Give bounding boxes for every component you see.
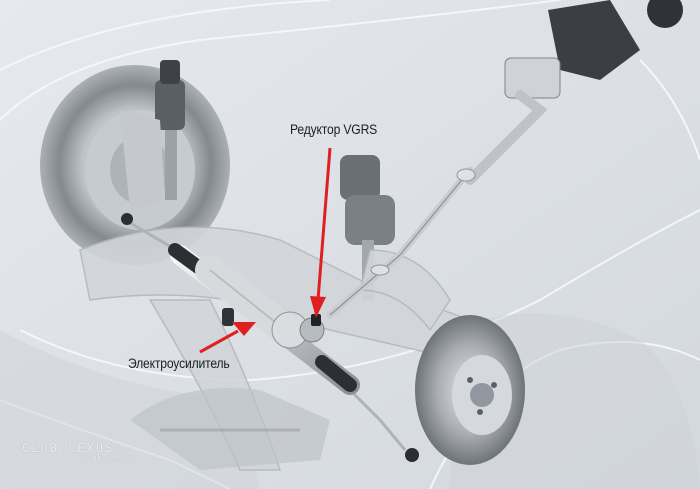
steering-column <box>465 0 683 185</box>
strut-right <box>340 155 395 300</box>
watermark: CLUB LEXUS club.lexus <box>22 441 134 462</box>
annotation-vgrs-label: Редуктор VGRS <box>290 122 378 137</box>
engine-lower-ghost <box>130 388 330 470</box>
strut-left <box>120 60 185 210</box>
right-brake-disc <box>415 315 525 465</box>
electric-power-steering-motor <box>195 255 300 345</box>
annotation-eps-label: Электроусилитель <box>128 356 230 371</box>
vgrs-arrow <box>310 147 332 318</box>
watermark-main: CLUB LEXUS <box>22 441 115 455</box>
vgrs-gear-unit <box>271 311 325 349</box>
intermediate-shaft <box>326 166 476 319</box>
tie-rod-right <box>348 388 419 462</box>
eps-arrow <box>199 322 256 354</box>
watermark-sub: club.lexus <box>82 454 135 462</box>
